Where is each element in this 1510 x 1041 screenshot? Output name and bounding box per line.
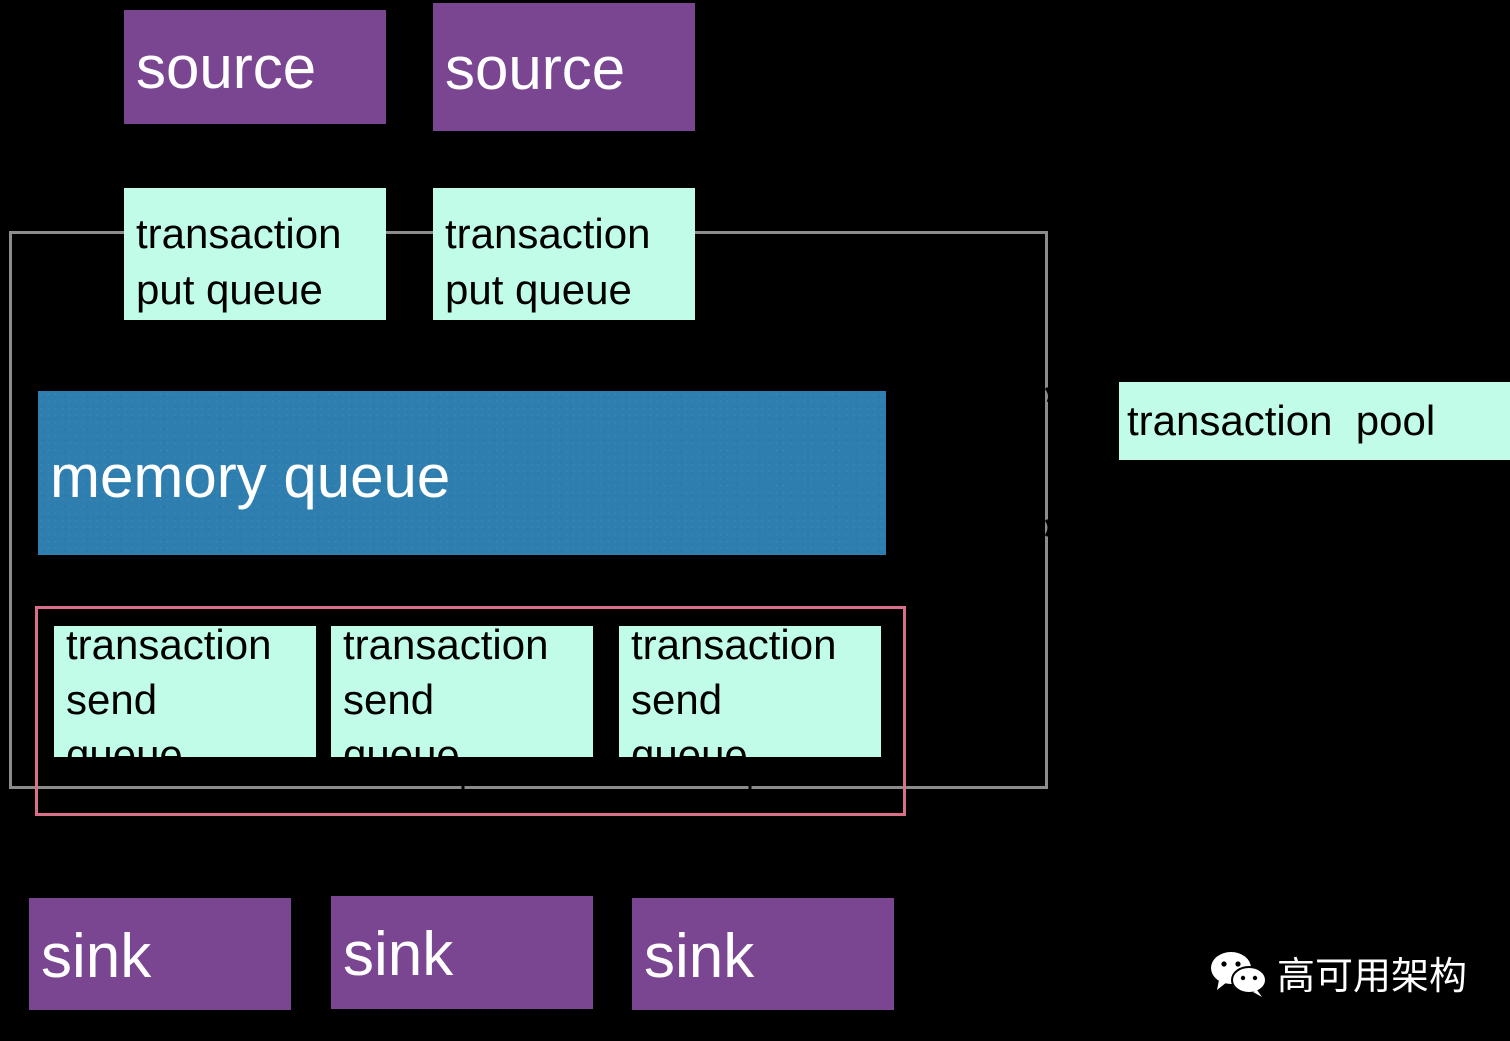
source-label: source xyxy=(445,35,626,102)
sink-box: sink xyxy=(29,898,291,1010)
watermark: 高可用架构 xyxy=(1209,945,1467,1000)
send-queue-label-line: send xyxy=(343,676,435,723)
arrow-frame-to-pool-bottom xyxy=(1044,519,1051,537)
send-queue-box: transaction send queue xyxy=(619,626,881,757)
send-queue-box: transaction send queue xyxy=(54,626,316,757)
send-queue-label-line: transaction xyxy=(631,626,837,668)
put-queue-label-line: put queue xyxy=(136,266,323,313)
sink-label: sink xyxy=(41,922,152,991)
source-label: source xyxy=(136,34,317,101)
put-queue-label-line: transaction xyxy=(445,210,651,257)
put-queue-box: transaction put queue xyxy=(124,188,386,320)
send-queue-label-line: queue xyxy=(343,731,460,757)
sink-label: sink xyxy=(644,922,755,991)
transaction-pool-label: transaction pool xyxy=(1127,397,1436,444)
put-queue-label-line: put queue xyxy=(445,266,632,313)
watermark-text: 高可用架构 xyxy=(1277,954,1468,998)
send-queue-label: transaction send queue xyxy=(343,626,548,757)
sink-box: sink xyxy=(331,896,593,1009)
source-box: source xyxy=(433,3,695,131)
put-queue-label-line: transaction xyxy=(136,210,342,257)
send-queue-label-line: send xyxy=(66,676,158,723)
send-queue-label-line: queue xyxy=(631,731,748,757)
put-queue-label: transaction put queue xyxy=(445,206,650,318)
send-queue-label: transaction send queue xyxy=(66,626,271,757)
send-queue-label-line: transaction xyxy=(66,626,272,668)
send-queue-label: transaction send queue xyxy=(631,626,836,757)
source-box: source xyxy=(124,10,386,124)
send-queue-group-frame xyxy=(35,606,906,816)
send-queue-label-line: send xyxy=(631,676,723,723)
send-queue-label-line: transaction xyxy=(343,626,549,668)
arrow-frame-to-pool-top xyxy=(1044,387,1052,403)
memory-queue-box: memory queue xyxy=(38,391,886,555)
sink-label: sink xyxy=(343,920,454,989)
sink-box: sink xyxy=(632,898,894,1010)
put-queue-label: transaction put queue xyxy=(136,206,341,318)
put-queue-box: transaction put queue xyxy=(433,188,695,320)
send-queue-box: transaction send queue xyxy=(331,626,593,757)
memory-queue-label: memory queue xyxy=(50,443,451,510)
send-queue-label-line: queue xyxy=(66,731,183,757)
transaction-pool-box: transaction pool xyxy=(1119,382,1510,460)
wechat-icon xyxy=(1211,951,1267,997)
